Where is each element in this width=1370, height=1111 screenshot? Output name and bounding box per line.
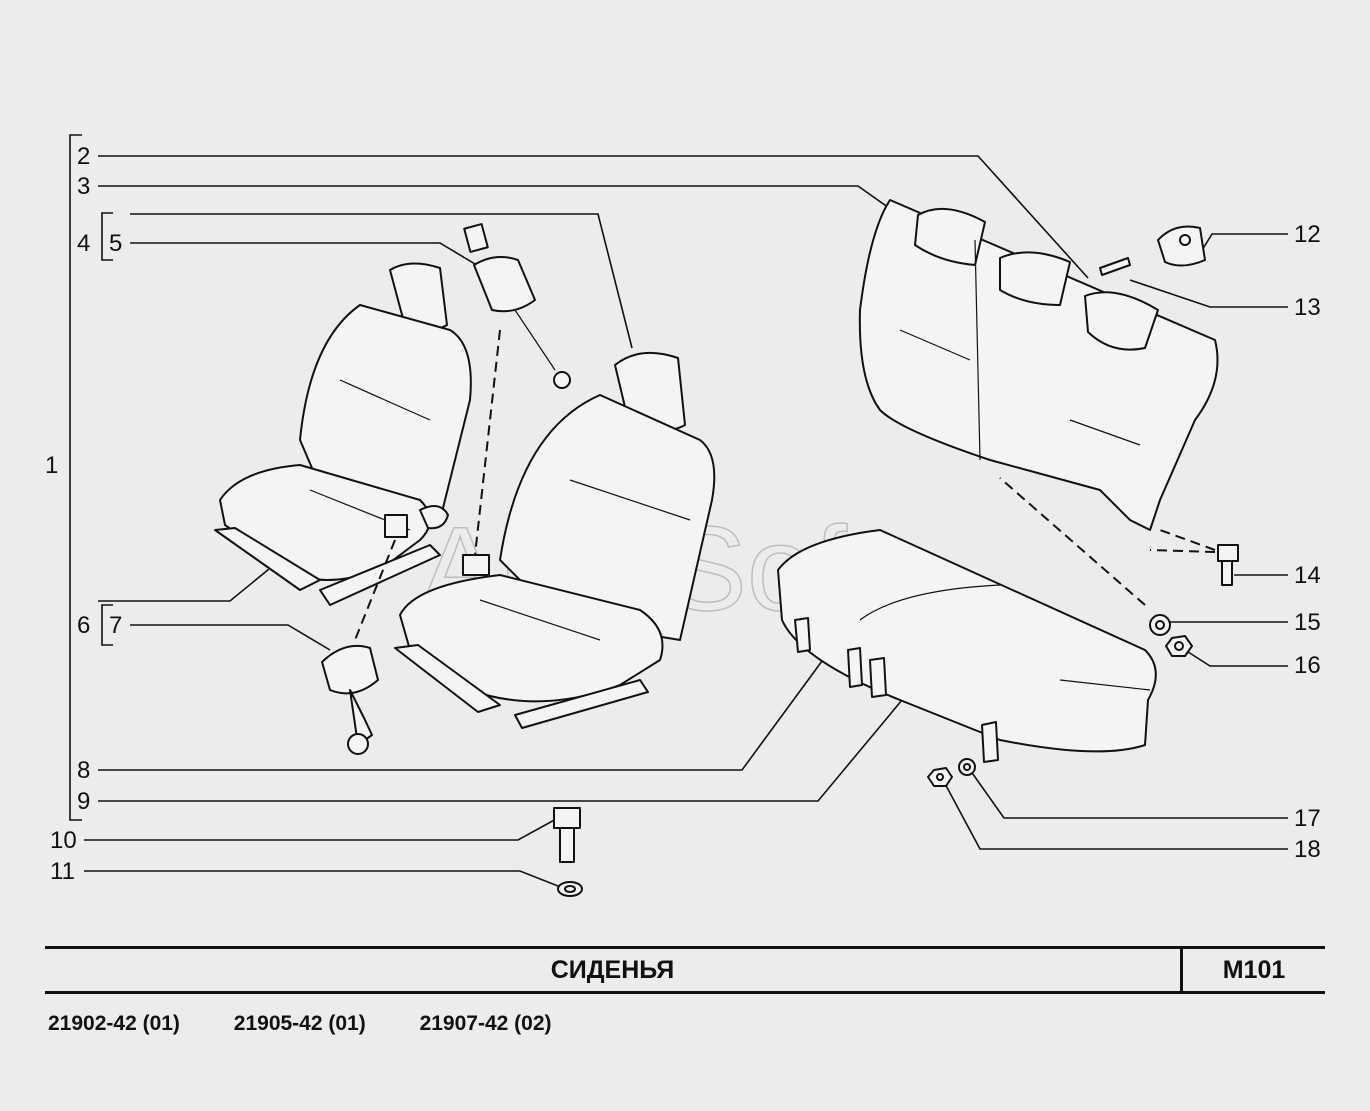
bracket-group-1: [69, 134, 82, 821]
leader-17: [969, 769, 1288, 819]
washer-15: [1149, 614, 1171, 636]
model-code: 21905-42 (01): [233, 1012, 366, 1035]
leader-5: [130, 242, 486, 271]
leader-2: [98, 155, 1089, 279]
front-seat-left: [214, 262, 472, 606]
screw-13: [1099, 257, 1131, 276]
rear-seat-cushion: [777, 529, 1157, 763]
seatbelt-buckle-5: [463, 223, 571, 389]
washer-17: [958, 758, 976, 776]
leader-3: [98, 185, 893, 211]
callout-6: 6: [77, 612, 90, 639]
leader-11: [84, 870, 559, 887]
callout-14: 14: [1294, 562, 1321, 589]
arrow-rear-14b: [1149, 549, 1216, 553]
seatbelt-buckle-7: [321, 644, 379, 755]
leader-8: [98, 641, 837, 771]
callout-12: 12: [1294, 221, 1321, 248]
leader-18: [942, 779, 1288, 850]
callout-18: 18: [1294, 836, 1321, 863]
model-code: 21902-42 (01): [48, 1012, 180, 1035]
callout-10: 10: [50, 827, 77, 854]
callout-3: 3: [77, 173, 90, 200]
bolt-10: [553, 807, 581, 863]
callout-8: 8: [77, 757, 90, 784]
bracket-12: [1157, 225, 1206, 267]
leader-16: [1184, 649, 1288, 667]
leader-seat-left: [98, 559, 281, 602]
model-list: 21902-42 (01) 21905-42 (01) 21907-42 (02…: [48, 1012, 600, 1036]
leader-10: [84, 817, 559, 841]
callout-7: 7: [109, 612, 122, 639]
title-divider: [1180, 949, 1183, 991]
arrow-rear-15: [999, 477, 1146, 606]
washer-11: [557, 881, 583, 897]
arrow-buckle-5: [474, 329, 501, 556]
leader-12: [1195, 233, 1288, 261]
title-bar: СИДЕНЬЯ M101: [45, 946, 1325, 994]
rear-seat-backrest: [858, 199, 1219, 531]
bracket-group-4: [101, 212, 113, 261]
callout-11: 11: [50, 858, 75, 885]
callout-4: 4: [77, 230, 90, 257]
arrow-buckle-7: [354, 539, 396, 641]
page-title: СИДЕНЬЯ: [550, 956, 675, 984]
arrow-rear-14a: [1159, 529, 1216, 551]
callout-2: 2: [77, 143, 90, 170]
bolt-14: [1217, 544, 1239, 586]
front-seat-right: [394, 351, 716, 729]
callout-16: 16: [1294, 652, 1321, 679]
callout-1: 1: [45, 452, 58, 479]
leader-7: [130, 624, 331, 651]
bracket-group-6: [101, 604, 113, 646]
nut-16: [1165, 635, 1193, 657]
nut-18: [927, 767, 953, 787]
callout-5: 5: [109, 230, 122, 257]
callout-17: 17: [1294, 805, 1321, 832]
callout-15: 15: [1294, 609, 1321, 636]
callout-9: 9: [77, 788, 90, 815]
page-code: M101: [1222, 956, 1286, 984]
callout-13: 13: [1294, 294, 1321, 321]
leader-9: [98, 687, 913, 802]
seats-exploded-diagram: AutoSoft 1 2 3 4 5 6 7 8 9 10 11 12 13 1…: [45, 134, 1321, 897]
model-code: 21907-42 (02): [419, 1012, 552, 1035]
leader-13: [1129, 279, 1288, 308]
leader-front-seat: [130, 213, 633, 349]
